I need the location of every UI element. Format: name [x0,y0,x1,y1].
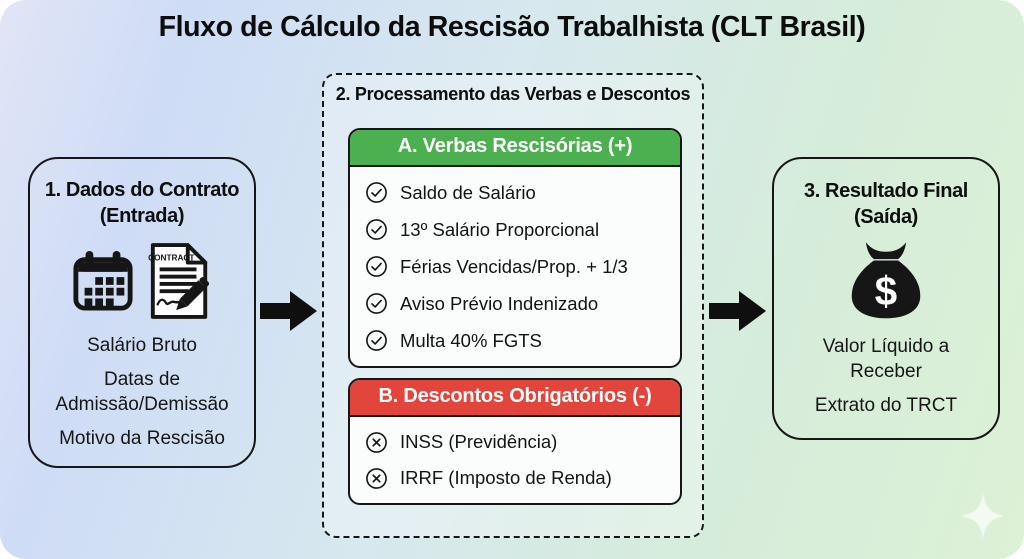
list-item: Aviso Prévio Indenizado [365,285,674,322]
output-item-extrato: Extrato do TRCT [814,395,958,416]
list-item: 13º Salário Proporcional [365,211,674,248]
output-result-box: 3. Resultado Final (Saída) $ Valor Líqui… [772,157,1000,440]
descontos-section-list: INSS (Previdência) IRRF (Imposto de Rend… [350,417,680,503]
input-item-motivo: Motivo da Rescisão [59,428,225,449]
list-item: Férias Vencidas/Prop. + 1/3 [365,248,674,285]
input-icons-row: CONTRACT [30,242,254,325]
arrow-right-icon-2 [709,290,767,332]
input-items: Salário Bruto Datas de Admissão/Demissão… [30,333,254,451]
calendar-icon [72,249,134,318]
check-circle-icon [366,330,387,351]
contract-icon-label: CONTRACT [148,253,194,262]
arrow-right-icon-1 [260,290,318,332]
input-item-salario-bruto: Salário Bruto [87,335,197,356]
output-box-title-line1: 3. Resultado Final [804,180,968,202]
input-box-title-line2: (Entrada) [99,205,185,227]
check-circle-icon [366,256,387,277]
contract-document-icon: CONTRACT [147,242,213,325]
input-box-title-line1: 1. Dados do Contrato [44,179,240,201]
verbas-section-list: Saldo de Salário 13º Salário Proporciona… [350,167,680,366]
sparkle-icon [961,493,1005,539]
check-circle-icon [366,219,387,240]
list-item-label: Férias Vencidas/Prop. + 1/3 [400,255,628,277]
descontos-section-header: B. Descontos Obrigatórios (-) [350,380,680,417]
process-box-title: 2. Processamento das Verbas e Descontos [335,84,691,104]
list-item-label: Saldo de Salário [400,181,536,203]
output-items: Valor Líquido a Receber Extrato do TRCT [774,334,998,418]
list-item-label: Multa 40% FGTS [400,329,542,351]
verbas-section: A. Verbas Rescisórias (+) Saldo de Salár… [348,128,682,368]
output-item-valor-liquido: Valor Líquido a Receber [822,336,950,382]
page-title: Fluxo de Cálculo da Rescisão Trabalhista… [158,11,866,43]
process-box: 2. Processamento das Verbas e Descontos … [322,73,704,538]
list-item-label: INSS (Previdência) [400,431,558,452]
list-item: INSS (Previdência) [365,424,674,460]
dollar-symbol: $ [875,269,897,314]
verbas-section-header: A. Verbas Rescisórias (+) [350,130,680,167]
list-item-label: Aviso Prévio Indenizado [400,292,599,314]
output-box-title-line2: (Saída) [854,206,918,228]
list-item: IRRF (Imposto de Renda) [365,460,674,496]
list-item-label: 13º Salário Proporcional [400,218,600,240]
check-circle-icon [366,293,387,314]
x-circle-icon [366,467,387,489]
list-item: Saldo de Salário [365,174,674,211]
check-circle-icon [366,182,387,203]
x-circle-icon [366,431,387,453]
descontos-section: B. Descontos Obrigatórios (-) INSS (Prev… [348,378,682,505]
list-item-label: IRRF (Imposto de Renda) [400,467,612,488]
input-item-datas: Datas de Admissão/Demissão [55,369,229,415]
input-data-box: 1. Dados do Contrato (Entrada) [28,157,256,468]
money-bag-icon: $ [774,236,998,324]
list-item: Multa 40% FGTS [365,322,674,359]
